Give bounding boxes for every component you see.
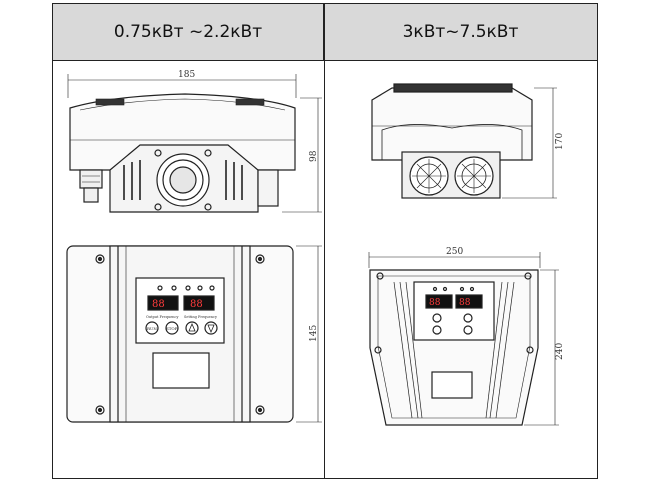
header-right-label: 3кВт~7.5кВт bbox=[402, 22, 519, 42]
right-front-view bbox=[368, 252, 559, 426]
left-front-view bbox=[66, 245, 322, 423]
dim-width-right: 250 bbox=[446, 247, 463, 257]
header-left-label: 0.75кВт ~2.2кВт bbox=[113, 22, 263, 42]
dim-side-height-right: 170 bbox=[555, 133, 565, 150]
display-right-small: 88 bbox=[190, 299, 203, 310]
header-power-range-large: 3кВт~7.5кВт bbox=[324, 4, 597, 61]
dim-width-left: 185 bbox=[178, 70, 195, 80]
left-side-view bbox=[67, 74, 322, 213]
caption-output-frequency: Output Frequency bbox=[146, 315, 178, 319]
dim-side-height-left: 98 bbox=[309, 150, 319, 162]
dim-front-height-left: 145 bbox=[309, 325, 319, 342]
stop-key-label: STOP bbox=[166, 326, 178, 331]
run-key-label: RUN bbox=[147, 326, 157, 331]
column-divider bbox=[324, 4, 325, 478]
display-left-large: 88 bbox=[429, 298, 441, 308]
spec-table: 0.75кВт ~2.2кВт 3кВт~7.5кВт bbox=[52, 3, 598, 479]
display-right-large: 88 bbox=[459, 298, 471, 308]
dim-front-height-right: 240 bbox=[555, 343, 565, 360]
display-left-small: 88 bbox=[152, 299, 165, 310]
caption-setting-frequency: Setting Frequency bbox=[184, 315, 217, 319]
right-side-view bbox=[371, 83, 557, 199]
header-power-range-small: 0.75кВт ~2.2кВт bbox=[53, 4, 324, 61]
